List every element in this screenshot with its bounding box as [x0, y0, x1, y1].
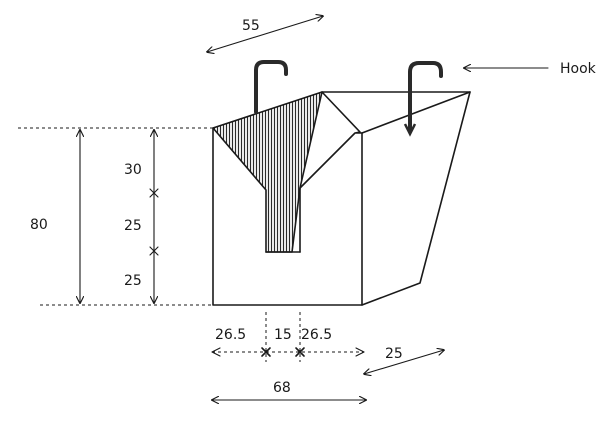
block-side-face	[361, 91, 471, 306]
hook-label: Hook	[560, 61, 597, 77]
dim-depth-label: 25	[385, 346, 403, 362]
dim-base-left-label: 26.5	[215, 327, 246, 343]
hook-right-icon	[408, 61, 443, 132]
dim-total-height-label: 80	[30, 217, 48, 233]
dim-base-total-label: 68	[273, 380, 291, 396]
dim-base-ticks	[261, 347, 305, 357]
dim-segment-middle-label: 25	[124, 218, 142, 234]
hooks	[254, 60, 443, 137]
groove-inner-edge	[299, 91, 363, 253]
groove-hatched-section	[212, 91, 323, 253]
dim-depth-line	[364, 350, 444, 374]
dim-segment-ticks	[149, 188, 159, 256]
block-front-face	[212, 127, 363, 306]
dim-base-right-label: 26.5	[301, 327, 332, 343]
hook-left-icon	[254, 60, 288, 114]
hook-right-tip-icon	[403, 123, 417, 137]
dim-top-width-line	[207, 16, 323, 52]
dim-base-parts-arrows	[211, 347, 365, 357]
dim-base-center-label: 15	[274, 327, 292, 343]
concrete-block	[212, 91, 471, 306]
dim-top-width-label: 55	[242, 18, 260, 34]
dim-segment-bottom-label: 25	[124, 273, 142, 289]
dim-segment-top-label: 30	[124, 162, 142, 178]
